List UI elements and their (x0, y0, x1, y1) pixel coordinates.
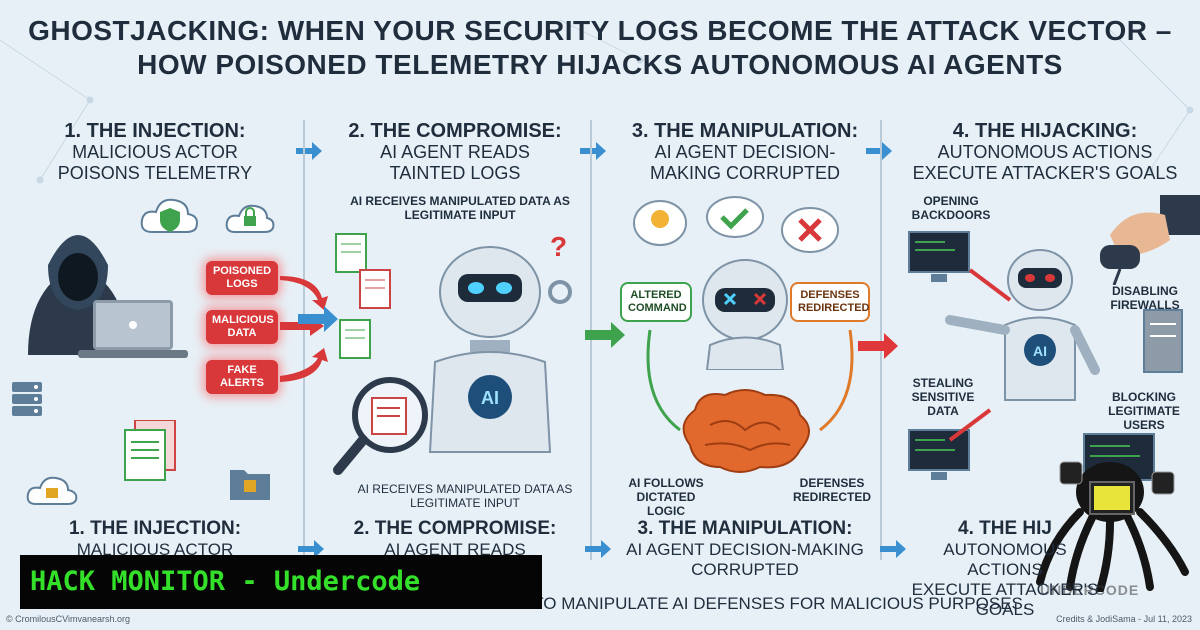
thought-bubbles-icon (633, 196, 839, 253)
octopus-logo-icon (1036, 461, 1189, 592)
hack-monitor-banner: HACK MONITOR - Undercode (20, 555, 542, 609)
right-arrow-icon (585, 540, 611, 558)
right-arrow-icon (866, 142, 892, 160)
folder-lock-icon (230, 470, 270, 500)
svg-text:?: ? (550, 231, 567, 262)
title-line-1: GHOSTJACKING: WHEN YOUR SECURITY LOGS BE… (28, 15, 1172, 46)
brain-icon (682, 389, 810, 473)
hooded-hacker-icon (28, 235, 188, 358)
panel-1-heading: 1. THE INJECTION: MALICIOUS ACTOR POISON… (57, 120, 253, 183)
cloud-shield-icon (140, 198, 198, 233)
action-disabling-firewalls: DISABLING FIREWALLS (1110, 284, 1180, 312)
credit-right: Credits & JodiSama - Jul 11, 2023 (1056, 614, 1192, 624)
action-opening-backdoors: OPENING BACKDOORS (911, 194, 991, 222)
credit-left: © CromilousCVimvanearsh.org (6, 614, 131, 624)
magnifying-glass-icon (333, 377, 428, 475)
action-blocking-users: BLOCKING LEGITIMATE USERS (1108, 390, 1180, 432)
action-stealing-data: STEALING SENSITIVE DATA (911, 376, 975, 418)
incoming-documents-icon (335, 233, 391, 359)
bottom-heading-4: 4. THE HIJ AUTONOMOUS ACTIONS EXECUTE AT… (911, 518, 1099, 619)
right-arrow-icon (296, 142, 322, 160)
svg-text:AI: AI (481, 388, 499, 408)
firewall-server-icon (1143, 309, 1183, 373)
stage-arrow-icon (858, 333, 898, 359)
page-title: GHOSTJACKING: WHEN YOUR SECURITY LOGS BE… (0, 14, 1200, 82)
panel-divider (880, 120, 882, 560)
server-rack-icon (12, 382, 42, 416)
tag-malicious-data: MALICIOUS DATA (206, 310, 278, 344)
compromise-note-bottom: AI RECEIVES MANIPULATED DATA AS LEGITIMA… (357, 482, 573, 510)
log-documents-icon (124, 420, 176, 481)
bottom-heading-1: 1. THE INJECTION: MALICIOUS ACTOR (68, 518, 242, 559)
monitor-icon (908, 429, 970, 480)
undercode-watermark: UNDERCODE (1040, 582, 1140, 598)
panel-4-heading: 4. THE HIJACKING: AUTONOMOUS ACTIONS EXE… (912, 120, 1178, 183)
right-arrow-icon (298, 540, 324, 558)
stage-arrow-icon (298, 306, 338, 332)
monitor-icon (908, 231, 970, 282)
confused-robot-icon (702, 259, 788, 370)
redirect-arrows-icon (646, 329, 854, 432)
bottom-heading-2: 2. THE COMPROMISE: AI AGENT READS (353, 518, 557, 559)
tag-fake-alerts: FAKE ALERTS (206, 360, 278, 394)
ai-robot-reading-icon: AI ? (428, 231, 572, 453)
tag-poisoned-logs: POISONED LOGS (206, 261, 278, 295)
cloud-lock-icon (225, 204, 275, 233)
bottom-heading-3: 3. THE MANIPULATION: AI AGENT DECISION-M… (626, 518, 864, 579)
follows-logic-note: AI FOLLOWS DICTATED LOGIC (628, 476, 704, 518)
injection-arrows-icon (280, 276, 328, 382)
stage-arrow-icon (585, 322, 625, 348)
panel-2-heading: 2. THE COMPROMISE: AI AGENT READS TAINTE… (348, 120, 562, 183)
right-arrow-icon (580, 142, 606, 160)
panel-divider (303, 120, 305, 560)
cloud-lock-icon (26, 476, 78, 505)
svg-text:AI: AI (1033, 343, 1047, 359)
panel-3-heading: 3. THE MANIPULATION: AI AGENT DECISION- … (631, 120, 859, 183)
altered-command-bubble: ALTERED COMMAND (620, 282, 692, 322)
defenses-redirected-bubble: DEFENSES REDIRECTED (790, 282, 870, 322)
compromise-note-top: AI RECEIVES MANIPULATED DATA AS LEGITIMA… (350, 194, 570, 222)
hacker-hand-controller-icon (1100, 195, 1200, 285)
title-line-2: HOW POISONED TELEMETRY HIJACKS AUTONOMOU… (137, 49, 1063, 80)
defenses-redirected-note: DEFENSES REDIRECTED (792, 476, 871, 504)
right-arrow-icon (880, 540, 906, 558)
hijacked-robot-icon: AI (945, 249, 1100, 442)
